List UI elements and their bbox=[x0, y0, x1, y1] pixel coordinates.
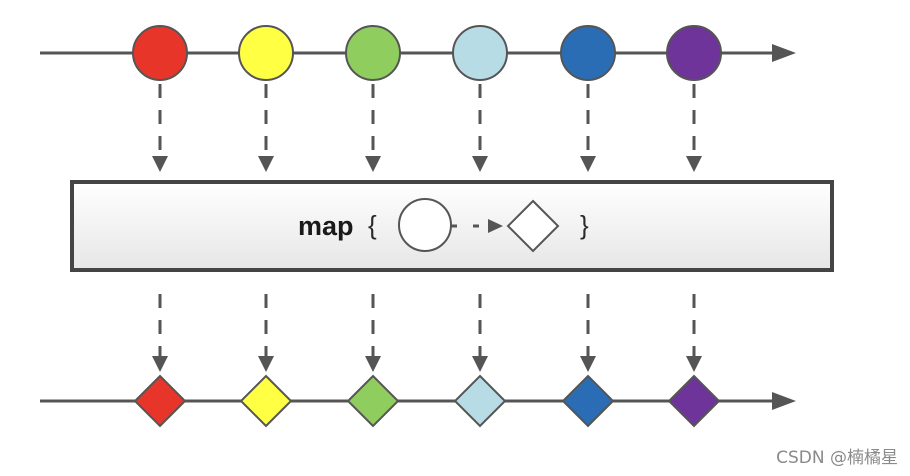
input-transform-arrow bbox=[686, 84, 702, 172]
input-marble-circle bbox=[238, 25, 294, 81]
input-marble-circle bbox=[452, 25, 508, 81]
input-marble-circle bbox=[666, 25, 722, 81]
input-marble-circle bbox=[132, 25, 188, 81]
output-marble-diamond bbox=[133, 374, 187, 428]
output-emit-arrow bbox=[472, 294, 488, 372]
dashed-arrow-head bbox=[258, 356, 274, 372]
output-emit-arrow bbox=[152, 294, 168, 372]
dashed-arrow-head bbox=[365, 356, 381, 372]
map-operator-box: map { } bbox=[70, 180, 834, 272]
input-transform-arrow bbox=[365, 84, 381, 172]
input-timeline-arrowhead bbox=[772, 44, 796, 62]
dashed-arrow-head bbox=[580, 156, 596, 172]
output-emit-arrow bbox=[580, 294, 596, 372]
output-marbles bbox=[133, 374, 721, 428]
output-marble-diamond bbox=[346, 374, 400, 428]
output-marble-diamond bbox=[667, 374, 721, 428]
operator-to-output-arrows bbox=[152, 294, 702, 372]
dashed-arrow-head bbox=[686, 156, 702, 172]
input-marble-circle bbox=[345, 25, 401, 81]
dashed-arrow-head bbox=[152, 156, 168, 172]
input-transform-arrow bbox=[580, 84, 596, 172]
dashed-arrow-head bbox=[472, 356, 488, 372]
operator-input-circle-icon bbox=[398, 198, 452, 252]
input-transform-arrow bbox=[472, 84, 488, 172]
dashed-arrow-head bbox=[580, 356, 596, 372]
dashed-arrow-head bbox=[365, 156, 381, 172]
watermark: CSDN @楠橘星 bbox=[776, 448, 898, 468]
operator-close-brace: } bbox=[580, 210, 589, 240]
input-transform-arrow bbox=[152, 84, 168, 172]
output-emit-arrow bbox=[365, 294, 381, 372]
output-marble-diamond bbox=[453, 374, 507, 428]
output-timeline-arrowhead bbox=[772, 392, 796, 410]
dashed-arrow-head bbox=[472, 156, 488, 172]
operator-open-brace: { bbox=[368, 210, 377, 240]
operator-transform-arrowhead bbox=[488, 219, 503, 233]
dashed-arrow-head bbox=[258, 156, 274, 172]
dashed-arrow-head bbox=[152, 356, 168, 372]
output-marble-diamond bbox=[239, 374, 293, 428]
input-marbles bbox=[132, 25, 722, 81]
output-marble-diamond bbox=[561, 374, 615, 428]
output-emit-arrow bbox=[258, 294, 274, 372]
input-marble-circle bbox=[560, 25, 616, 81]
operator-name: map bbox=[298, 211, 354, 241]
dashed-arrow-head bbox=[686, 356, 702, 372]
input-transform-arrow bbox=[258, 84, 274, 172]
output-emit-arrow bbox=[686, 294, 702, 372]
operator-output-diamond-icon bbox=[506, 199, 560, 253]
input-to-operator-arrows bbox=[152, 84, 702, 172]
